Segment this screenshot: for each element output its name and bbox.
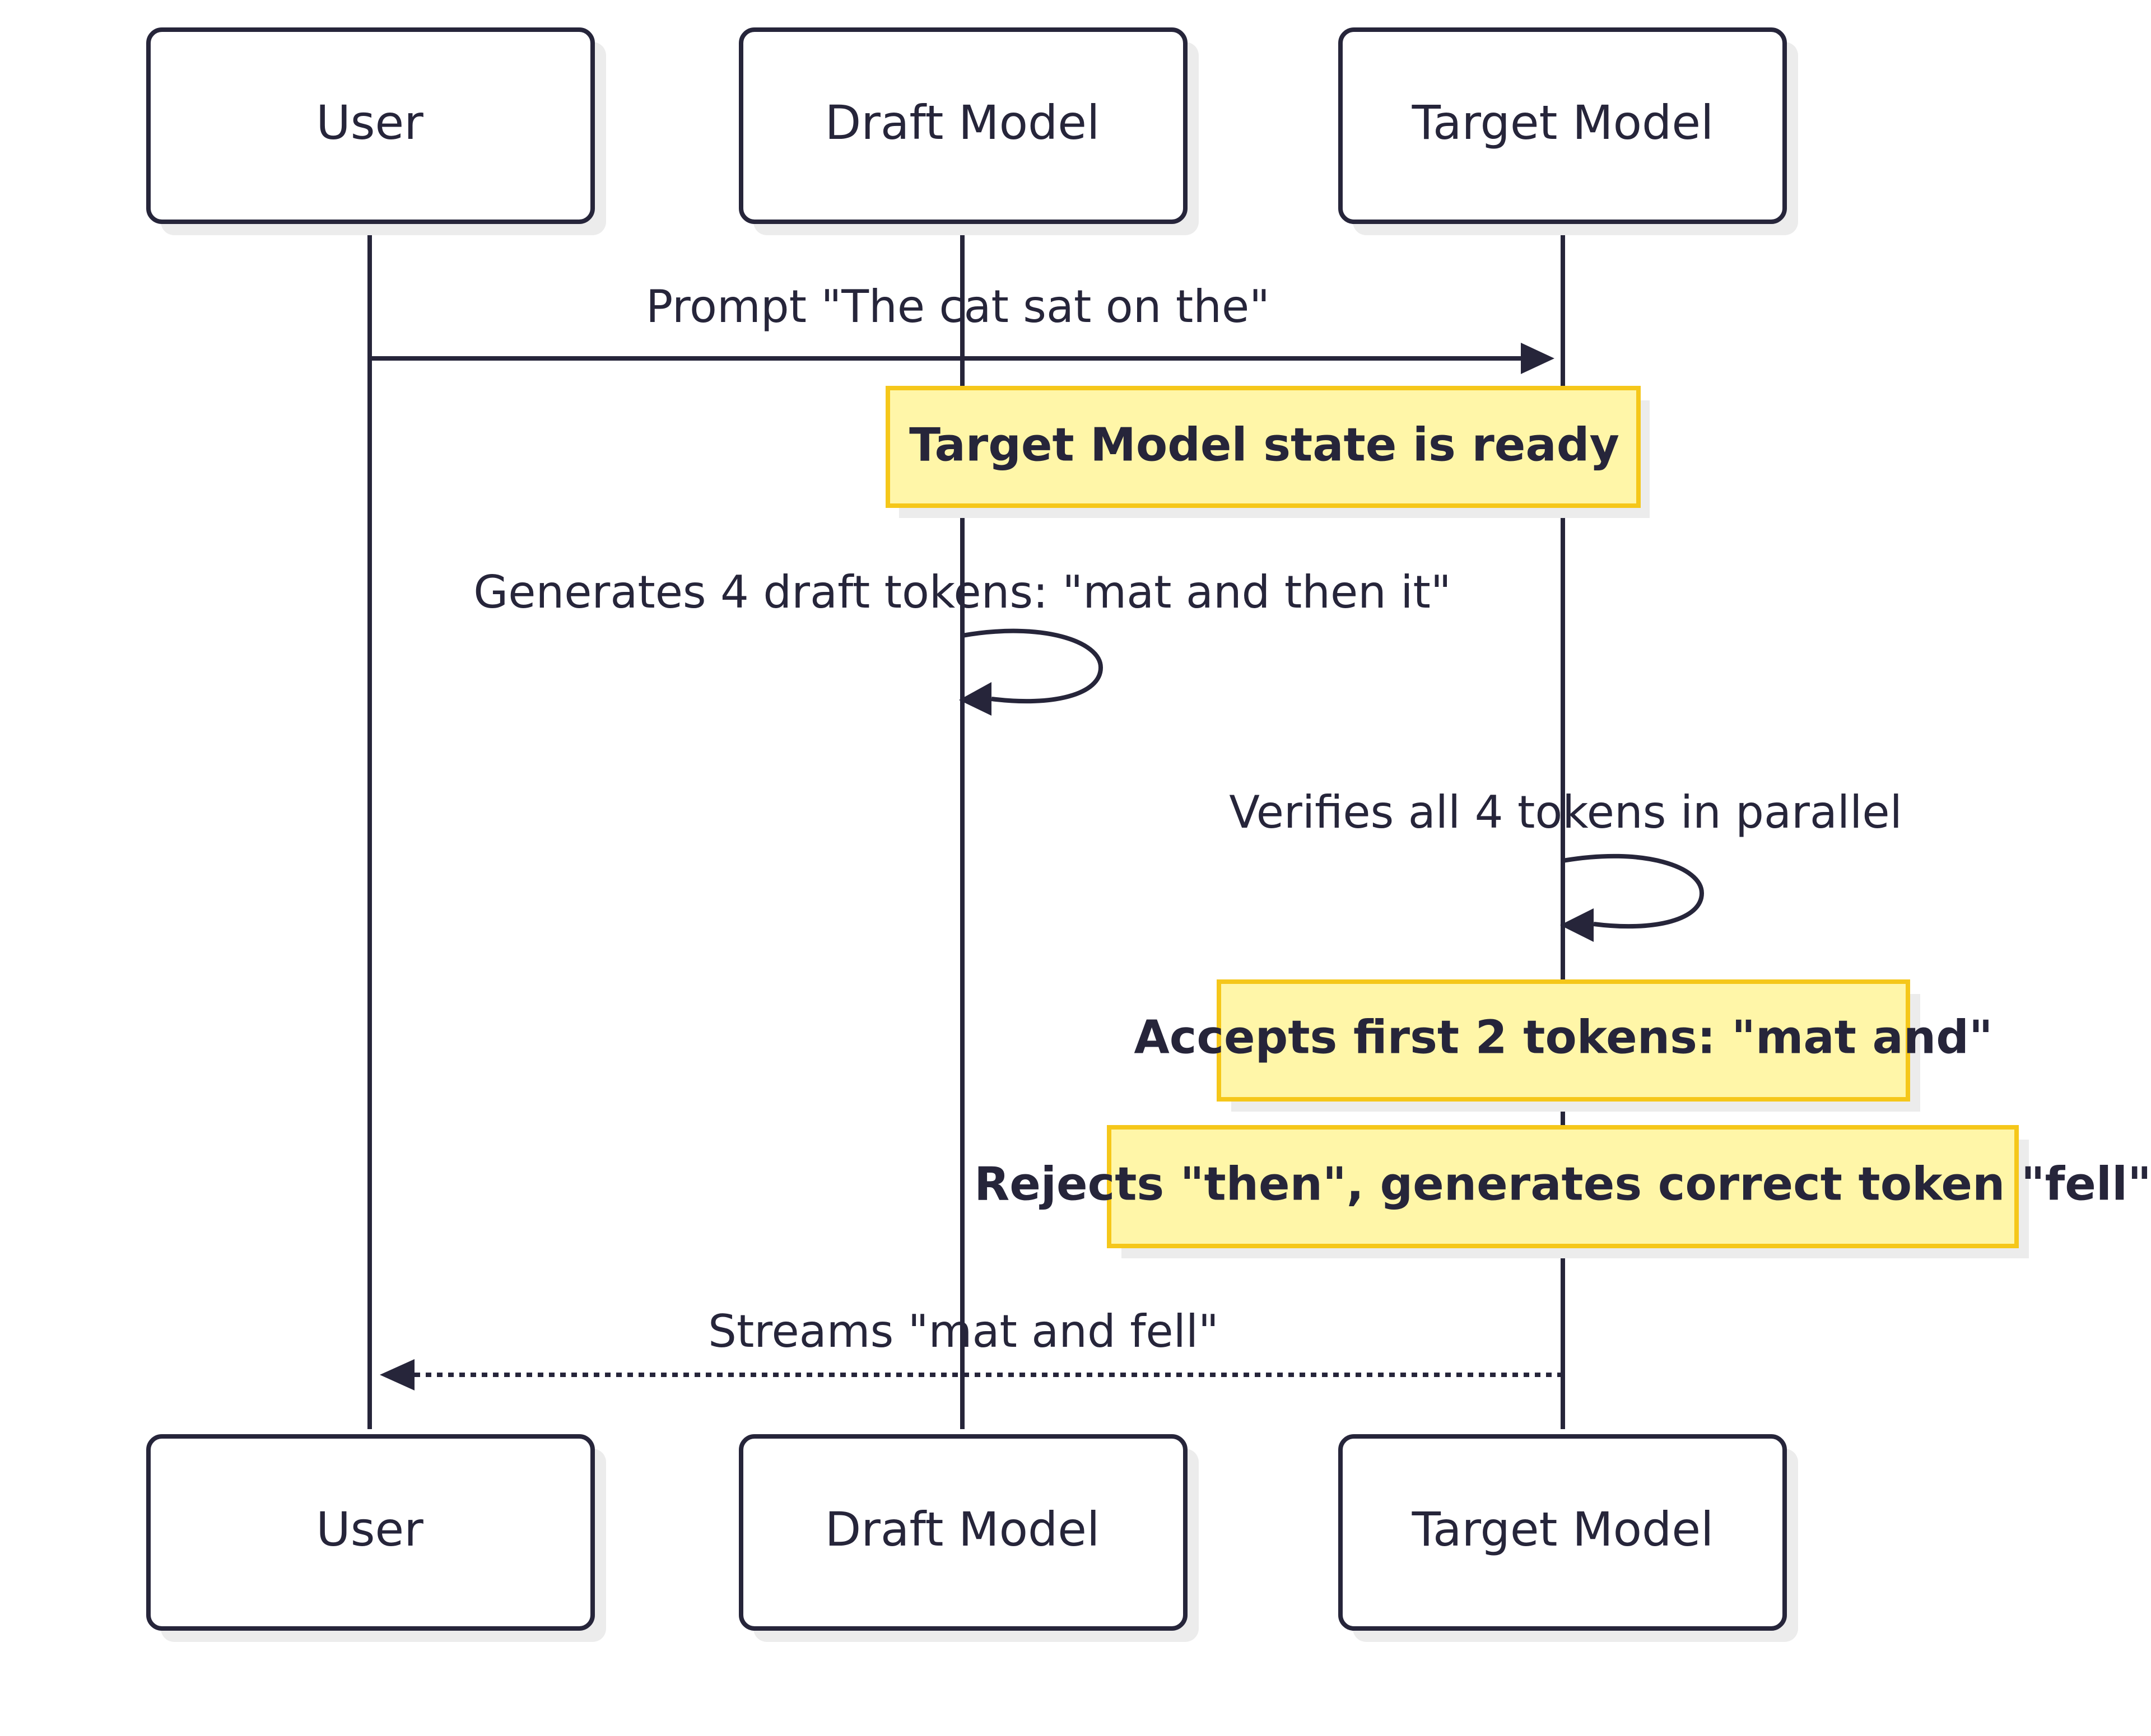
message-prompt-label: Prompt "The cat sat on the" <box>646 281 1270 333</box>
actor-user-bottom: User <box>146 1434 606 1642</box>
message-draft-generate-label: Generates 4 draft tokens: "mat and then … <box>473 566 1451 618</box>
note-accepts: Accepts first 2 tokens: "mat and" <box>1134 979 1993 1112</box>
note-rejects-label: Rejects "then", generates correct token … <box>974 1158 2151 1211</box>
arrowhead-icon <box>959 682 991 716</box>
actor-user-label: User <box>316 95 423 150</box>
arrowhead-icon <box>1560 908 1594 942</box>
actor-user-top: User <box>146 27 606 235</box>
arrowhead-icon <box>1521 343 1554 374</box>
actor-draft-model-label: Draft Model <box>825 95 1100 150</box>
actor-user-bottom-label: User <box>316 1502 423 1557</box>
actor-target-model-bottom-label: Target Model <box>1412 1502 1714 1557</box>
message-stream-label: Streams "mat and fell" <box>708 1305 1219 1357</box>
arrowhead-icon <box>380 1359 415 1390</box>
actor-target-model-label: Target Model <box>1412 95 1714 150</box>
note-target-ready: Target Model state is ready <box>886 386 1650 518</box>
actor-draft-model-bottom: Draft Model <box>739 1434 1199 1642</box>
actor-draft-model-top: Draft Model <box>739 27 1199 235</box>
message-verify-label: Verifies all 4 tokens in parallel <box>1229 786 1902 838</box>
message-draft-generate-loop <box>962 628 1104 704</box>
note-target-ready-label: Target Model state is ready <box>909 418 1619 472</box>
note-rejects: Rejects "then", generates correct token … <box>974 1125 2151 1258</box>
note-accepts-label: Accepts first 2 tokens: "mat and" <box>1134 1011 1992 1064</box>
message-verify-loop <box>1562 853 1705 929</box>
actor-target-model-top: Target Model <box>1338 27 1798 235</box>
actor-draft-model-bottom-label: Draft Model <box>825 1502 1100 1557</box>
actor-target-model-bottom: Target Model <box>1338 1434 1798 1642</box>
